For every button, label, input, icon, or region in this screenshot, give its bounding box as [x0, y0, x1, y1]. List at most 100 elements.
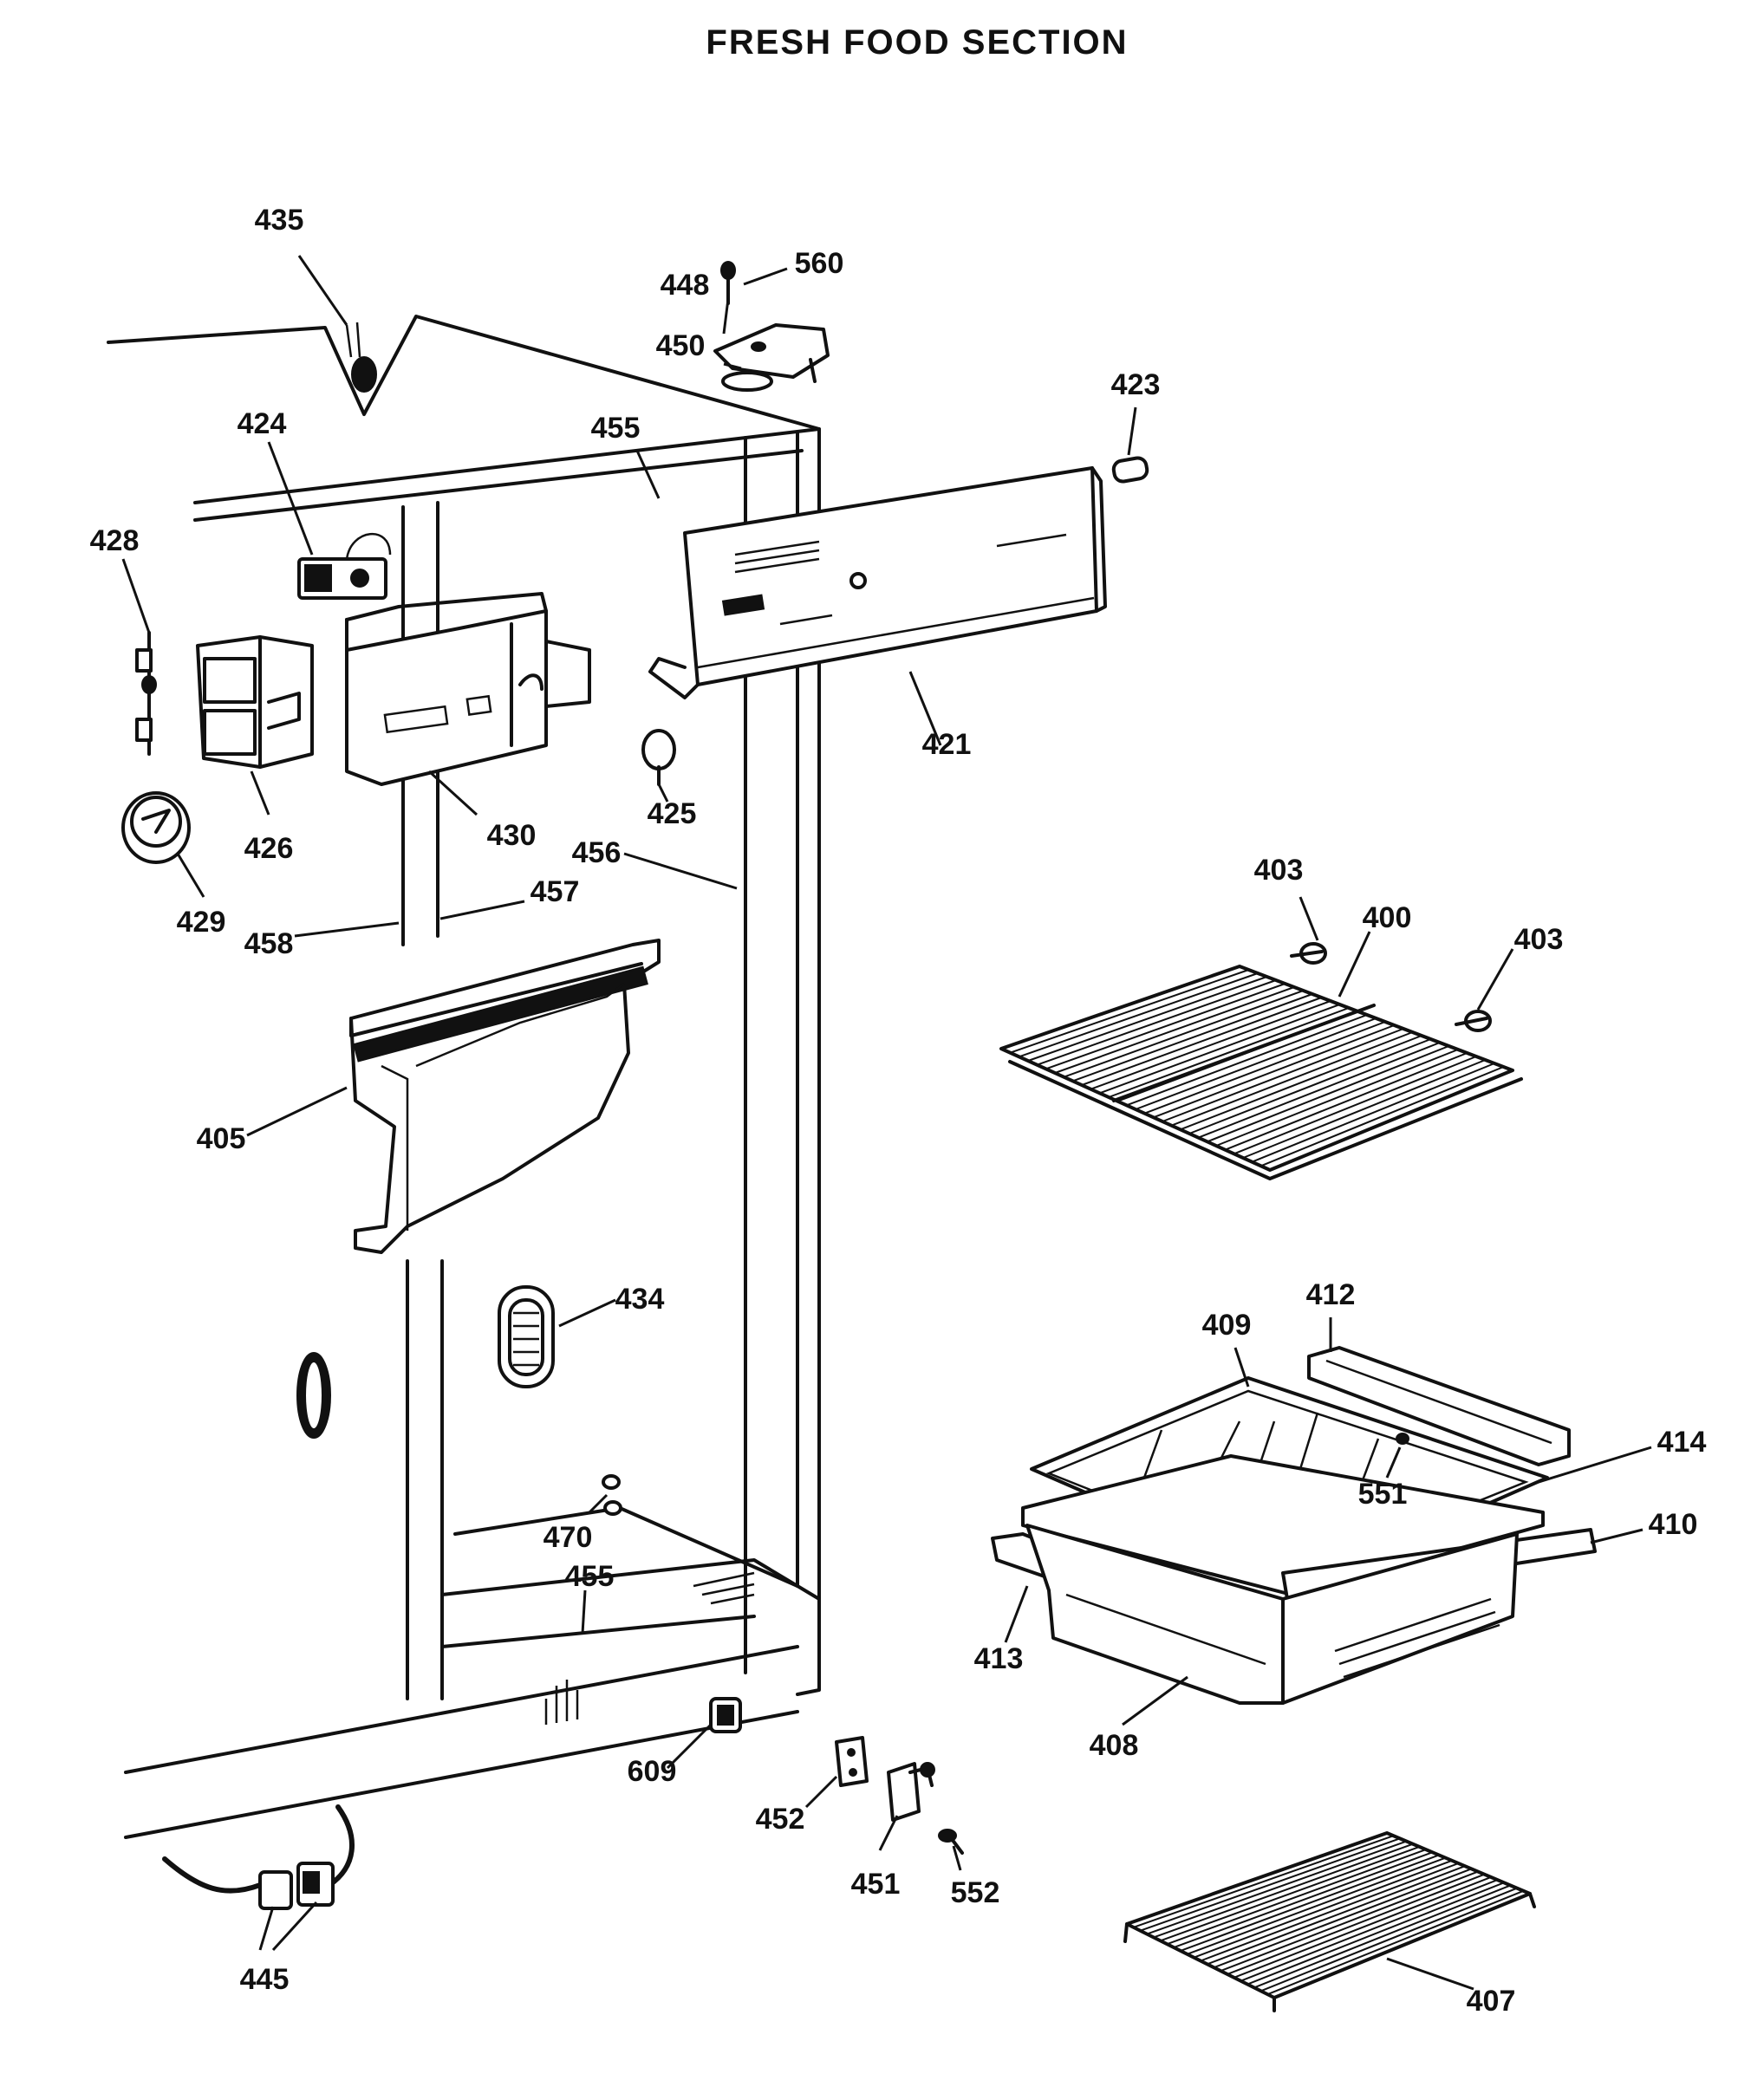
shelf-wire — [1220, 1870, 1479, 1973]
shelf-wire — [1242, 1059, 1486, 1159]
label-470: 470 — [544, 1521, 593, 1554]
label-403-right: 403 — [1514, 923, 1564, 956]
cabinet-frame — [107, 315, 821, 1839]
label-407: 407 — [1467, 1985, 1516, 2018]
part-435-thermistor — [345, 322, 377, 393]
label-423: 423 — [1111, 368, 1161, 401]
shelf-wire — [1027, 976, 1267, 1062]
part-403-shelf-support-left — [1290, 942, 1327, 965]
shelf-wire — [1072, 993, 1313, 1082]
shelf-wire — [1160, 1845, 1420, 1942]
label-430: 430 — [487, 819, 537, 852]
shelf-wire — [1133, 1835, 1394, 1928]
shelf-wire — [1167, 1849, 1427, 1946]
shelf-wire — [1240, 1879, 1498, 1982]
shelf-wire — [1233, 1056, 1477, 1155]
part-470-button — [602, 1474, 622, 1516]
part-452-hinge-shim — [835, 1736, 869, 1787]
shelf-wire — [1233, 1875, 1492, 1979]
label-448: 448 — [661, 269, 710, 302]
shelf-wire — [1207, 1045, 1449, 1143]
page-title: FRESH FOOD SECTION — [706, 23, 1128, 62]
shelf-wire — [1215, 1049, 1459, 1147]
part-426-control-housing — [196, 635, 314, 769]
part-424-light-switch — [297, 532, 392, 600]
label-456: 456 — [572, 836, 622, 869]
label-400: 400 — [1363, 901, 1412, 934]
shelf-wire — [1153, 1843, 1414, 1939]
label-429: 429 — [177, 906, 226, 939]
label-408: 408 — [1090, 1729, 1139, 1762]
shelf-wire — [1187, 1856, 1446, 1955]
shelf-wire — [1036, 979, 1277, 1066]
part-448-top-hinge — [713, 323, 830, 383]
part-405-meat-pan-cover — [349, 939, 661, 1254]
shelf-wire — [1090, 1000, 1331, 1090]
part-421-control-panel — [648, 466, 1107, 699]
label-551: 551 — [1358, 1478, 1408, 1511]
shelf-wire — [1207, 1865, 1466, 1966]
shelf-wire — [1108, 1007, 1350, 1098]
part-609-connector — [709, 1697, 742, 1733]
shelf-wire — [1099, 1004, 1340, 1095]
part-430-cold-control — [345, 592, 591, 786]
part-434-air-grille — [498, 1285, 555, 1388]
label-451: 451 — [851, 1868, 901, 1901]
shelf-wire — [1054, 986, 1295, 1074]
part-451-bottom-hinge — [887, 1762, 935, 1822]
label-452: 452 — [756, 1803, 805, 1836]
shelf-wire — [1180, 1035, 1422, 1131]
part-552-screw — [938, 1829, 964, 1855]
label-425: 425 — [648, 797, 697, 830]
label-428: 428 — [90, 524, 140, 557]
shelf-wire — [1197, 1042, 1441, 1139]
shelf-wire — [1081, 997, 1322, 1086]
part-551-pin — [1396, 1433, 1409, 1445]
label-413: 413 — [974, 1642, 1024, 1675]
shelf-wire — [1180, 1854, 1440, 1952]
shelf-wire — [1153, 1024, 1395, 1119]
shelf-wire — [1227, 1873, 1485, 1975]
label-434: 434 — [615, 1283, 665, 1316]
shelf-wire — [1116, 1011, 1358, 1102]
label-457: 457 — [531, 875, 580, 908]
label-414: 414 — [1657, 1426, 1707, 1459]
part-445-wire-harness — [162, 1804, 355, 1910]
part-423-light-bulb — [1111, 456, 1149, 484]
label-412: 412 — [1306, 1278, 1356, 1311]
part-400-wire-shelf — [999, 965, 1523, 1180]
part-560-screw — [720, 261, 736, 305]
label-445: 445 — [240, 1963, 290, 1996]
part-412-pan-rail — [1307, 1346, 1571, 1466]
label-609: 609 — [628, 1755, 677, 1788]
label-455-top: 455 — [591, 412, 641, 445]
shelf-wire — [1193, 1859, 1453, 1959]
part-429-control-knob — [121, 791, 191, 864]
label-421: 421 — [922, 728, 972, 761]
shelf-wire — [1173, 1851, 1433, 1948]
shelf-wire — [1266, 1889, 1524, 1996]
shelf-wire — [1214, 1868, 1472, 1969]
label-409: 409 — [1202, 1309, 1252, 1342]
part-407-lower-wire-shelf — [1123, 1831, 1536, 2012]
label-458: 458 — [244, 927, 294, 960]
shelf-wire — [1260, 1887, 1518, 1992]
shelf-wire — [1200, 1862, 1459, 1962]
shelf-wire — [1045, 983, 1286, 1070]
shelf-wire — [1135, 1017, 1377, 1110]
part-428-clip — [135, 631, 157, 756]
shelf-wire — [1247, 1882, 1505, 1986]
part-450-shim — [721, 371, 773, 392]
shelf-wire — [1188, 1038, 1431, 1134]
shelf-wire — [1224, 1052, 1468, 1151]
label-403-left: 403 — [1254, 854, 1304, 887]
label-455-bottom: 455 — [565, 1560, 615, 1593]
shelf-wire — [1140, 1837, 1401, 1932]
shelf-wire — [1260, 1066, 1504, 1167]
shelf-wire — [1162, 1028, 1404, 1122]
label-450: 450 — [656, 329, 706, 362]
leader-lines — [121, 255, 1652, 1991]
shelf-wire — [1126, 1014, 1368, 1107]
shelf-wire — [1019, 972, 1259, 1058]
